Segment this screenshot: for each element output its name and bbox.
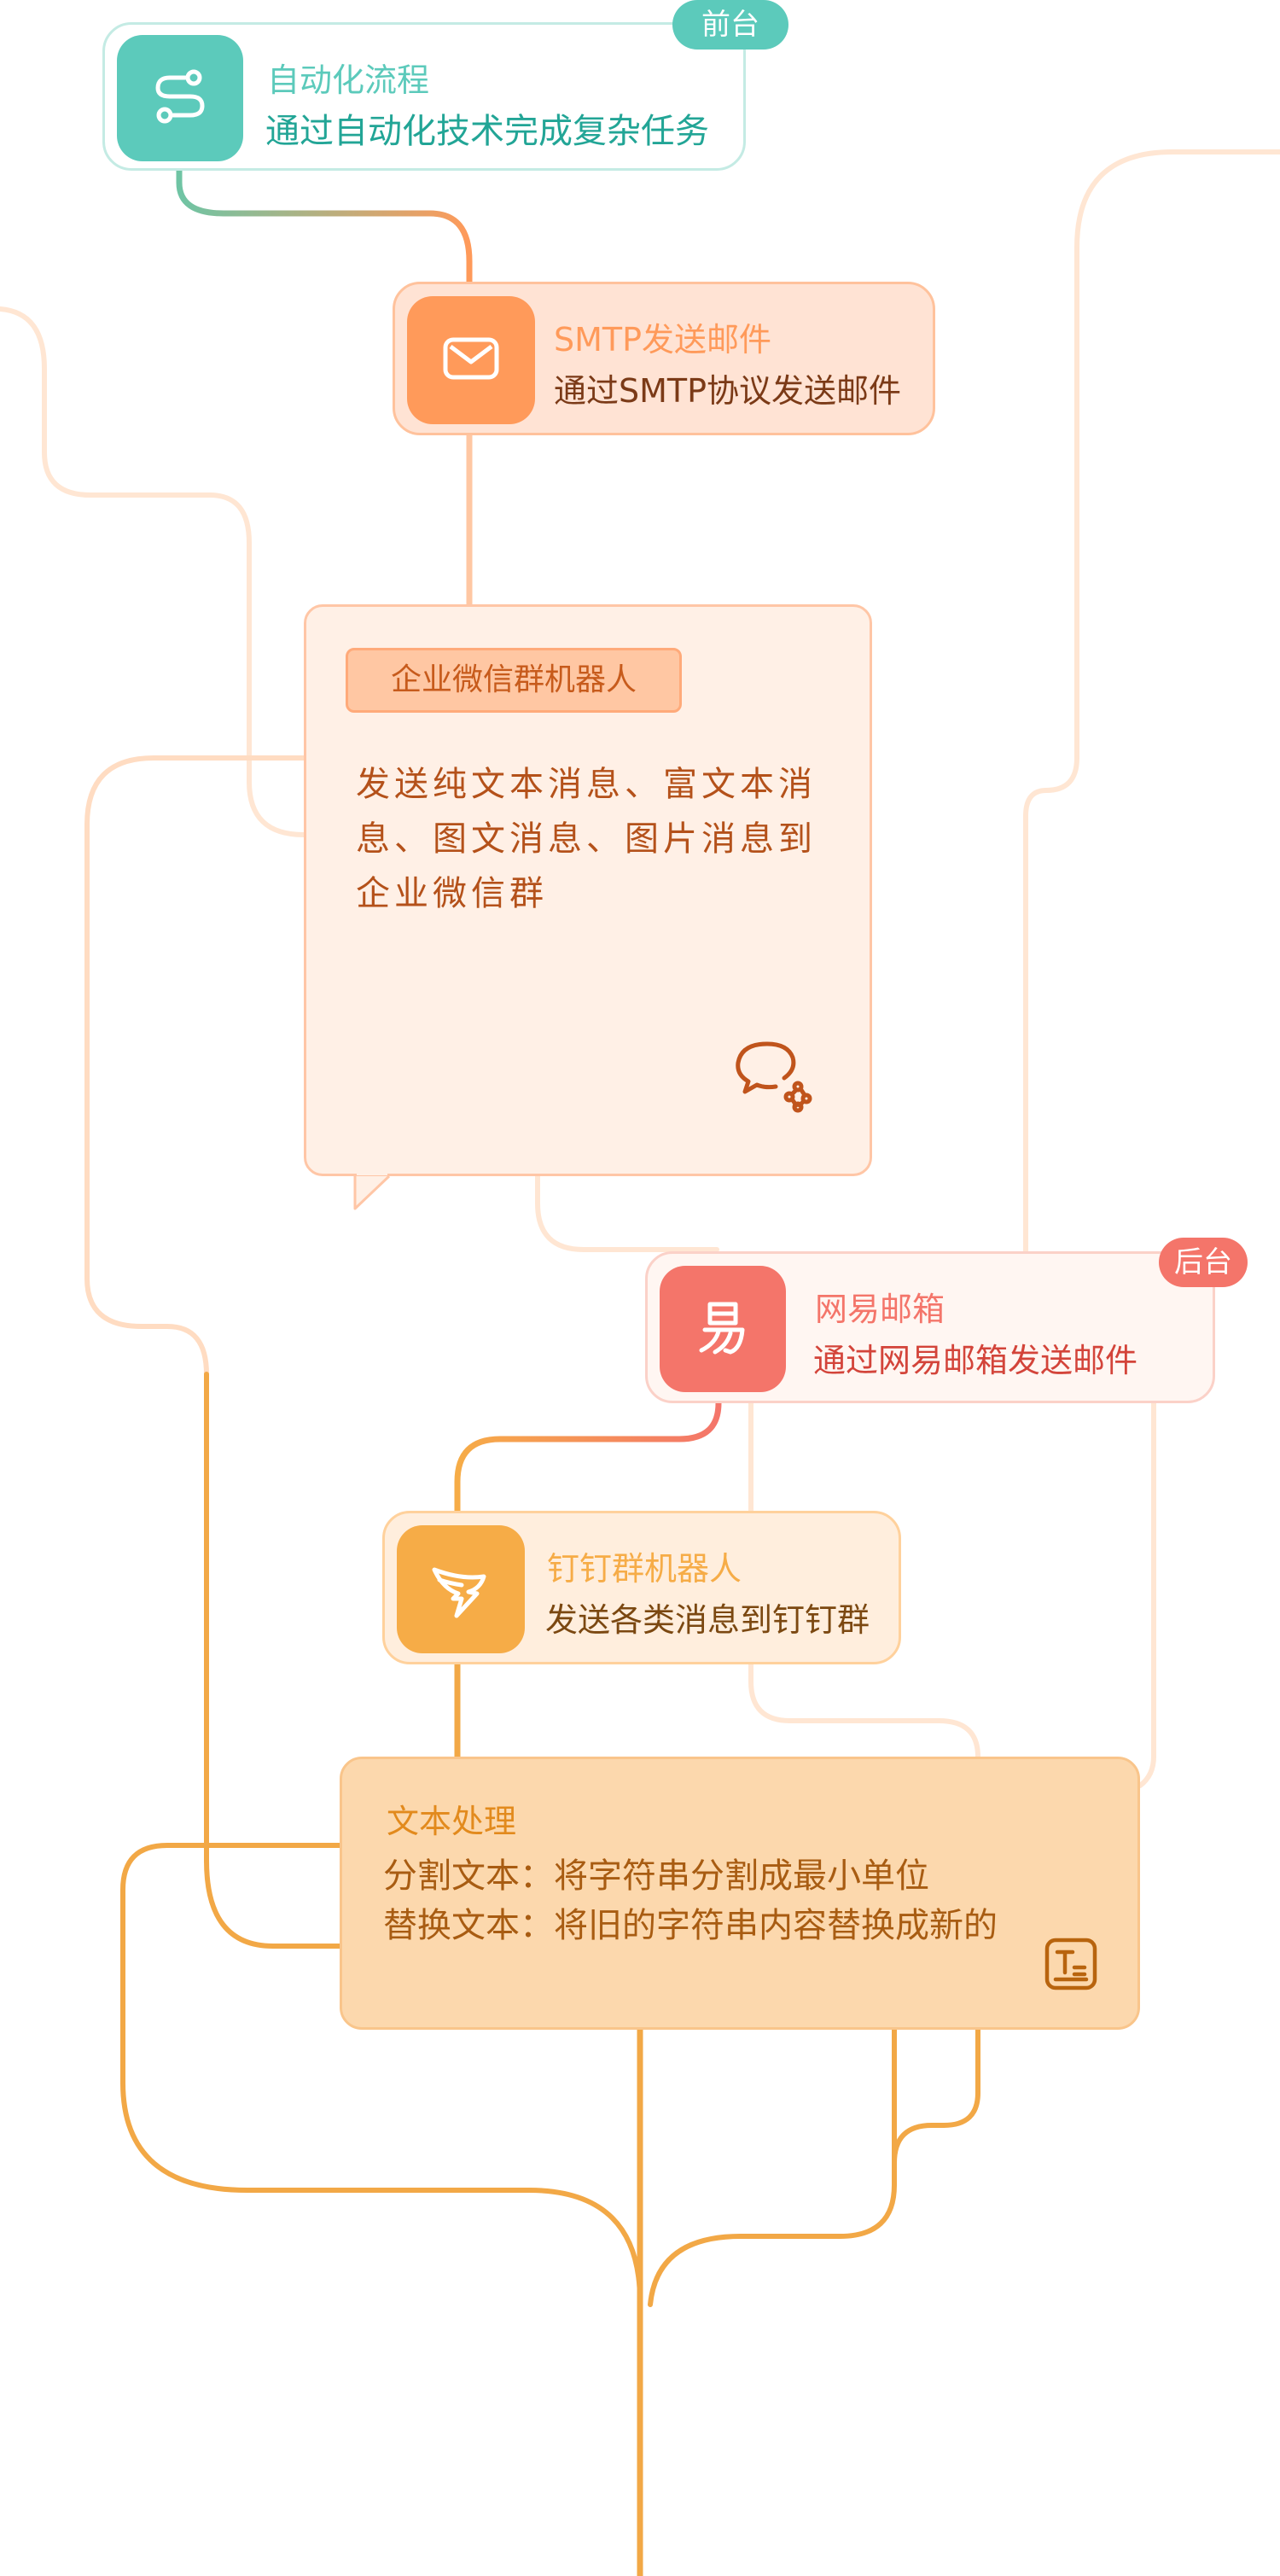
node-title-tag: 企业微信群机器人 (346, 648, 682, 713)
node-description: 发送纯文本消息、富文本消息、图文消息、图片消息到企业微信群 (356, 765, 817, 913)
speech-bubble-tail (353, 1173, 391, 1210)
node-wechat-work-bot[interactable]: 企业微信群机器人 发送纯文本消息、富文本消息、图文消息、图片消息到企业微信群 (304, 604, 872, 1176)
node-description: 通过网易邮箱发送邮件 (813, 1342, 1138, 1379)
wechat-work-icon (731, 1037, 817, 1114)
node-title: SMTP发送邮件 (554, 321, 772, 358)
workflow-route-icon (146, 62, 214, 134)
netease-yi-icon (693, 1297, 753, 1361)
node-smtp-send-mail[interactable]: SMTP发送邮件 通过SMTP协议发送邮件 (393, 282, 935, 435)
icon-tile-dingtalk (397, 1525, 525, 1653)
dingtalk-icon (428, 1554, 494, 1624)
node-description: 发送各类消息到钉钉群 (545, 1601, 870, 1639)
node-text-processing[interactable]: 文本处理 分割文本：将字符串分割成最小单位 替换文本：将旧的字符串内容替换成新的 (340, 1757, 1140, 2030)
node-description: 通过SMTP协议发送邮件 (554, 372, 902, 410)
node-netease-mail[interactable]: 网易邮箱 通过网易邮箱发送邮件 (645, 1251, 1215, 1403)
frontend-badge: 前台 (672, 0, 788, 50)
icon-tile-smtp (407, 296, 535, 424)
node-title: 网易邮箱 (815, 1291, 945, 1328)
text-format-icon (1044, 1937, 1098, 1991)
node-description: 通过自动化技术完成复杂任务 (265, 112, 709, 151)
icon-tile-automation (117, 35, 243, 161)
node-automation-flow[interactable]: 自动化流程 通过自动化技术完成复杂任务 (102, 22, 746, 171)
text-operation-item: 分割文本：将字符串分割成最小单位 (383, 1856, 929, 1896)
backend-badge: 后台 (1159, 1238, 1248, 1287)
text-operation-item: 替换文本：将旧的字符串内容替换成新的 (383, 1906, 998, 1945)
node-dingtalk-bot[interactable]: 钉钉群机器人 发送各类消息到钉钉群 (382, 1511, 901, 1664)
text-operation-list: 分割文本：将字符串分割成最小单位 替换文本：将旧的字符串内容替换成新的 (383, 1851, 998, 1950)
node-title: 文本处理 (387, 1803, 517, 1840)
node-title: 自动化流程 (267, 61, 430, 99)
envelope-icon (440, 328, 502, 393)
icon-tile-netease (660, 1266, 786, 1392)
node-title: 钉钉群机器人 (547, 1550, 742, 1588)
